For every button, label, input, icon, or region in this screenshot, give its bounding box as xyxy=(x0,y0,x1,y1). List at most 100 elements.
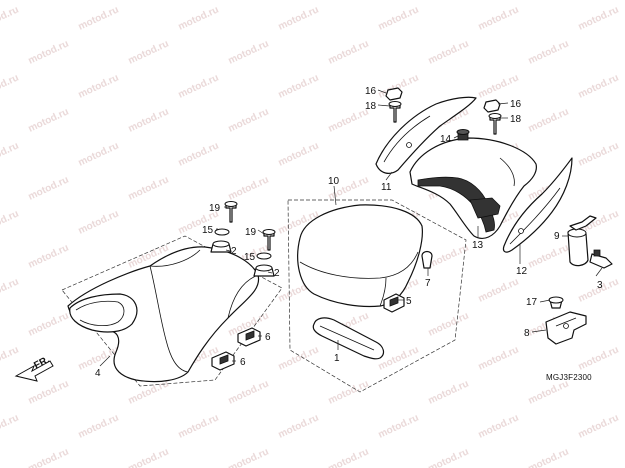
watermark-text: motod.ru xyxy=(27,38,71,66)
watermark-text: motod.ru xyxy=(77,412,121,440)
watermark-text: motod.ru xyxy=(227,38,271,66)
watermark-text: motod.ru xyxy=(527,378,571,406)
watermark-text: motod.ru xyxy=(477,344,521,372)
callout-6b: 6 xyxy=(240,357,246,368)
callout-1: 1 xyxy=(334,353,340,364)
right-bolt-stack xyxy=(253,229,276,277)
watermark-text: motod.ru xyxy=(127,106,171,134)
watermark-text: motod.ru xyxy=(327,38,371,66)
left-cap-nut xyxy=(385,87,403,101)
left-cover-bolt xyxy=(388,101,402,123)
front-direction-arrow: FR. xyxy=(14,354,54,382)
watermark-text: motod.ru xyxy=(127,378,171,406)
watermark-text: motod.ru xyxy=(77,4,121,32)
watermark-text: motod.ru xyxy=(577,140,621,168)
watermark-text: motod.ru xyxy=(427,446,471,468)
watermark-text: motod.ru xyxy=(277,4,321,32)
rear-seat-part xyxy=(287,199,467,393)
watermark-text: motod.ru xyxy=(127,174,171,202)
callout-5: 5 xyxy=(406,296,412,307)
watermark-text: motod.ru xyxy=(27,174,71,202)
watermark-text: motod.ru xyxy=(27,378,71,406)
callout-18a: 18 xyxy=(365,101,377,112)
cowl-bolt xyxy=(456,129,470,141)
watermark-text: motod.ru xyxy=(0,140,21,168)
left-side-cover-part xyxy=(375,96,477,174)
watermark-text: motod.ru xyxy=(327,106,371,134)
watermark-text: motod.ru xyxy=(227,446,271,468)
right-cap-nut xyxy=(483,99,501,113)
callout-16b: 16 xyxy=(510,99,522,110)
watermark-text: motod.ru xyxy=(0,4,21,32)
watermark-text: motod.ru xyxy=(477,276,521,304)
direction-label: FR. xyxy=(32,354,52,371)
watermark-text: motod.ru xyxy=(0,72,21,100)
watermark-text: motod.ru xyxy=(177,412,221,440)
callout-13: 13 xyxy=(472,240,484,251)
seat-cowl-part xyxy=(409,137,537,239)
callout-9: 9 xyxy=(554,231,560,242)
seat-clip-rear xyxy=(383,293,405,313)
callout-2b: 2 xyxy=(274,268,280,279)
callout-10: 10 xyxy=(328,176,340,187)
watermark-text: motod.ru xyxy=(0,412,21,440)
diagram-code: MGJ3F2300 xyxy=(546,373,592,382)
callout-15b: 15 xyxy=(244,252,256,263)
callout-2a: 2 xyxy=(231,246,237,257)
callout-7: 7 xyxy=(425,278,431,289)
watermark-text: motod.ru xyxy=(377,412,421,440)
callout-12: 12 xyxy=(516,266,528,277)
callout-3: 3 xyxy=(597,280,603,291)
watermark-text: motod.ru xyxy=(27,310,71,338)
watermark-text: motod.ru xyxy=(227,378,271,406)
key-cylinder-part xyxy=(567,215,613,269)
watermark-text: motod.ru xyxy=(427,38,471,66)
watermark-text: motod.ru xyxy=(527,38,571,66)
callout-16a: 16 xyxy=(365,86,377,97)
callout-19a: 19 xyxy=(209,203,221,214)
watermark-text: motod.ru xyxy=(177,4,221,32)
watermark-text: motod.ru xyxy=(277,344,321,372)
watermark-text: motod.ru xyxy=(77,72,121,100)
watermark-text: motod.ru xyxy=(27,242,71,270)
callout-labels: 19 15 2 19 15 2 4 1 5 6 6 7 10 11 12 13 … xyxy=(95,86,603,379)
callout-17: 17 xyxy=(526,297,538,308)
seat-clip-lower xyxy=(211,351,235,371)
watermark-text: motod.ru xyxy=(0,276,21,304)
watermark-text: motod.ru xyxy=(127,38,171,66)
watermark-text: motod.ru xyxy=(577,4,621,32)
rubber-stopper-part xyxy=(421,250,433,269)
watermark-text: motod.ru xyxy=(427,310,471,338)
watermark-text: motod.ru xyxy=(577,412,621,440)
watermark-text: motod.ru xyxy=(127,446,171,468)
seat-latch-part xyxy=(545,296,587,345)
watermark-text: motod.ru xyxy=(527,106,571,134)
callout-14: 14 xyxy=(440,134,452,145)
callout-15a: 15 xyxy=(202,225,214,236)
watermark-text: motod.ru xyxy=(377,4,421,32)
callout-4: 4 xyxy=(95,368,101,379)
watermark-text: motod.ru xyxy=(327,378,371,406)
watermark-text: motod.ru xyxy=(77,208,121,236)
leader-lines xyxy=(99,89,603,367)
right-cover-bolt xyxy=(488,113,502,135)
callout-11: 11 xyxy=(381,182,392,193)
watermark-text: motod.ru xyxy=(477,412,521,440)
watermark-text: motod.ru xyxy=(27,446,71,468)
watermark-text: motod.ru xyxy=(527,242,571,270)
watermark-text: motod.ru xyxy=(77,140,121,168)
right-side-cover-part xyxy=(502,157,573,253)
watermark-text: motod.ru xyxy=(177,72,221,100)
watermark-text: motod.ru xyxy=(0,208,21,236)
watermark-text: motod.ru xyxy=(277,412,321,440)
seat-band-part xyxy=(312,317,385,360)
watermark-text: motod.ru xyxy=(227,174,271,202)
watermark-text: motod.ru xyxy=(477,4,521,32)
watermark-text: motod.ru xyxy=(577,344,621,372)
callout-6a: 6 xyxy=(265,332,271,343)
seat-clip-upper xyxy=(237,327,261,347)
watermark-text: motod.ru xyxy=(427,378,471,406)
callout-18b: 18 xyxy=(510,114,522,125)
watermark-text: motod.ru xyxy=(477,72,521,100)
